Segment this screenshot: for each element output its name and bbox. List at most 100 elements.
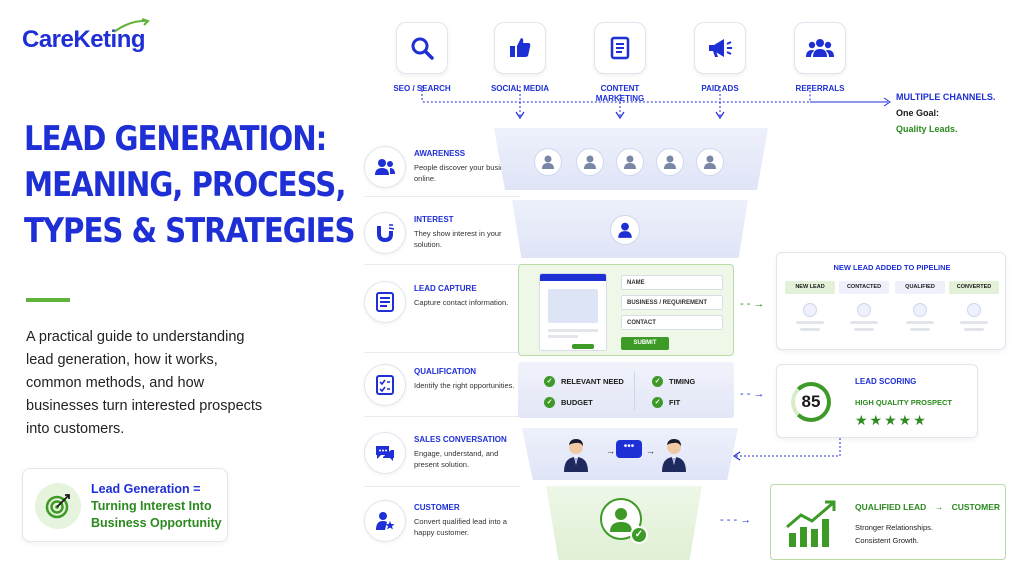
checkmark-icon: ✓ xyxy=(630,526,648,544)
pipeline-stage[interactable]: QUALIFIED xyxy=(895,281,945,331)
step-divider xyxy=(364,416,520,417)
step-divider xyxy=(364,486,520,487)
arrow-to-scoring-icon: - - → xyxy=(740,388,765,400)
customer-card-title: QUALIFIED LEAD → CUSTOMER xyxy=(855,502,1000,512)
channel-label: SOCIAL MEDIA xyxy=(490,84,550,93)
title-line-1: LEAD GENERATION: xyxy=(24,119,327,159)
placeholder-line xyxy=(964,328,984,331)
channel-label: PAID ADS xyxy=(701,84,739,93)
step-qualification: QUALIFICATION Identify the right opportu… xyxy=(364,360,524,426)
placeholder-line xyxy=(850,321,878,324)
contact-field[interactable]: CONTACT xyxy=(621,315,723,330)
check-item: ✓ TIMING xyxy=(652,376,695,387)
search-icon xyxy=(396,22,448,74)
check-icon: ✓ xyxy=(652,376,663,387)
stage-label: CONVERTED xyxy=(949,281,999,294)
scoring-title: LEAD SCORING xyxy=(855,377,917,386)
arrow-icon: → xyxy=(606,446,615,456)
channel-social[interactable]: SOCIAL MEDIA xyxy=(480,22,560,94)
thumbs-up-icon xyxy=(494,22,546,74)
step-divider xyxy=(364,196,520,197)
funnel-interest-band xyxy=(512,200,748,258)
step-title: SALES CONVERSATION xyxy=(414,435,507,444)
pipeline-card: NEW LEAD ADDED TO PIPELINE NEW LEAD CONT… xyxy=(776,252,1006,350)
placeholder-line xyxy=(906,321,934,324)
check-label: BUDGET xyxy=(561,398,593,407)
check-icon: ✓ xyxy=(544,397,555,408)
chat-bubble-icon: ••• xyxy=(616,440,642,458)
step-lead-capture: LEAD CAPTURE Capture contact information… xyxy=(364,277,524,343)
pipeline-stage[interactable]: CONTACTED xyxy=(839,281,889,331)
checklist-icon xyxy=(364,364,406,406)
definition-line-2: Turning Interest Into xyxy=(91,499,212,513)
arrow-to-pipeline-icon: - - → xyxy=(740,298,765,310)
from-label: QUALIFIED LEAD xyxy=(855,502,927,512)
channel-label: SEO / SEARCH xyxy=(393,84,451,93)
lead-scoring-card: 85 LEAD SCORING HIGH QUALITY PROSPECT ★★… xyxy=(776,364,978,438)
chat-icon xyxy=(364,432,406,474)
customer-card-line-1: Stronger Relationships. xyxy=(855,523,933,532)
sales-rep-icon xyxy=(562,438,590,477)
step-customer: CUSTOMER Convert qualified lead into a h… xyxy=(364,496,524,562)
to-label: CUSTOMER xyxy=(951,502,1001,512)
business-field[interactable]: BUSINESS / REQUIREMENT xyxy=(621,295,723,310)
prospect-avatar xyxy=(610,215,640,245)
brand-logo[interactable]: CareKeting xyxy=(22,26,146,53)
prospect-avatar xyxy=(534,148,562,176)
step-interest: INTEREST They show interest in your solu… xyxy=(364,208,524,274)
arrow-from-scoring-icon xyxy=(732,438,841,461)
step-description: Convert qualified lead into a happy cust… xyxy=(414,517,507,537)
lead-capture-form: NAME BUSINESS / REQUIREMENT CONTACT SUBM… xyxy=(518,264,734,356)
step-description: People discover your business online. xyxy=(414,163,516,183)
arrow-icon: → xyxy=(646,446,655,456)
channels-note-line-1: MULTIPLE CHANNELS. xyxy=(896,92,996,102)
step-title: AWARENESS xyxy=(414,149,466,158)
prospect-avatar xyxy=(656,148,684,176)
title-line-2: MEANING, PROCESS, xyxy=(24,165,346,205)
step-title: LEAD CAPTURE xyxy=(414,284,477,293)
channel-label: REFERRALS xyxy=(795,84,845,93)
name-field[interactable]: NAME xyxy=(621,275,723,290)
customer-star-icon xyxy=(364,500,406,542)
logo-swoosh-icon xyxy=(113,18,150,33)
channels-note-line-2: One Goal: xyxy=(896,108,940,118)
stage-label: NEW LEAD xyxy=(785,281,835,294)
prospect-avatar xyxy=(616,148,644,176)
form-icon xyxy=(364,281,406,323)
customer-outcome-card: QUALIFIED LEAD → CUSTOMER Stronger Relat… xyxy=(770,484,1006,560)
channel-paid-ads[interactable]: PAID ADS xyxy=(680,22,760,94)
channels-note-line-3: Quality Leads. xyxy=(896,124,958,134)
funnel-conversation-band: → ••• → xyxy=(522,428,738,480)
submit-button[interactable]: SUBMIT xyxy=(621,337,669,350)
placeholder-line xyxy=(910,328,930,331)
title-divider xyxy=(26,298,70,302)
check-label: TIMING xyxy=(669,377,696,386)
placeholder-line xyxy=(960,321,988,324)
megaphone-icon xyxy=(694,22,746,74)
stage-label: CONTACTED xyxy=(839,281,889,294)
definition-line-3: Business Opportunity xyxy=(91,516,222,530)
document-icon xyxy=(594,22,646,74)
step-description: Engage, understand, and present solution… xyxy=(414,449,499,469)
step-description: Capture contact information. xyxy=(414,298,509,307)
customer-card-line-2: Consistent Growth. xyxy=(855,536,919,545)
step-description: They show interest in your solution. xyxy=(414,229,502,249)
lead-avatar xyxy=(803,303,817,317)
arrow-icon: → xyxy=(934,502,944,512)
check-item: ✓RELEVANT NEED xyxy=(544,376,624,387)
step-title: QUALIFICATION xyxy=(414,367,477,376)
pipeline-stage[interactable]: NEW LEAD xyxy=(785,281,835,331)
prospect-avatar xyxy=(576,148,604,176)
channel-connectors xyxy=(421,86,891,120)
pipeline-stage[interactable]: CONVERTED xyxy=(949,281,999,331)
check-item: ✓FIT xyxy=(652,397,680,408)
score-gauge: 85 xyxy=(791,382,831,422)
step-divider xyxy=(364,264,520,265)
arrow-to-customer-icon: - - - → xyxy=(720,514,752,526)
users-icon xyxy=(364,146,406,188)
page-description: A practical guide to understanding lead … xyxy=(26,329,263,437)
magnet-icon xyxy=(364,212,406,254)
channel-seo[interactable]: SEO / SEARCH xyxy=(382,22,462,94)
lead-avatar xyxy=(967,303,981,317)
channel-referrals[interactable]: REFERRALS xyxy=(780,22,860,94)
